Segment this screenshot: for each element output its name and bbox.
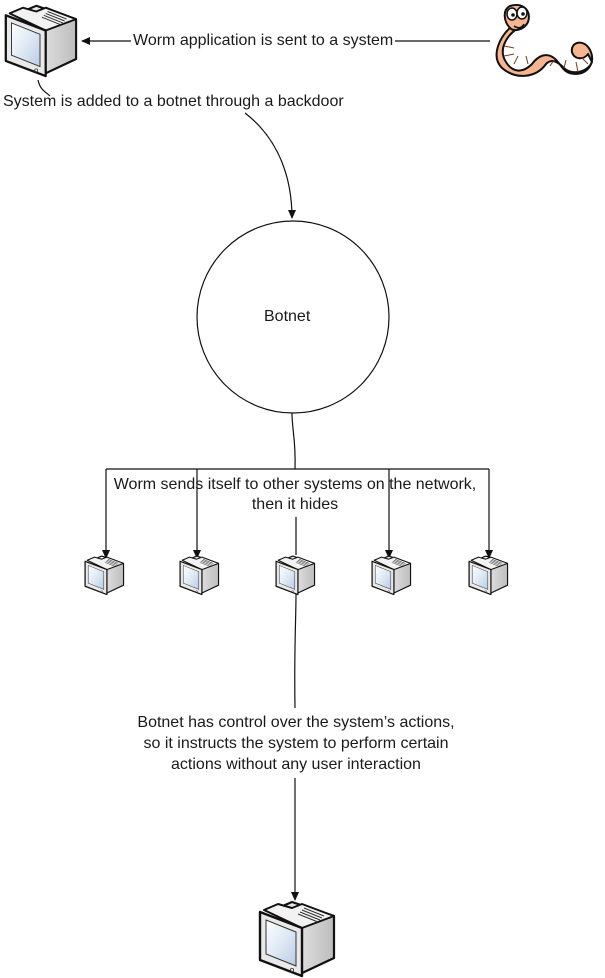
edge-label-system-to-target: Botnet has control over the system’s act… bbox=[96, 712, 496, 775]
network-system-2-icon bbox=[179, 555, 220, 596]
cartoon-worm-icon bbox=[495, 4, 594, 77]
edge-label-worm-to-system: Worm application is sent to a system bbox=[131, 31, 396, 51]
edge-system-to-botnet bbox=[244, 112, 296, 219]
network-system-3-icon bbox=[275, 555, 316, 596]
target-system-icon bbox=[258, 900, 336, 978]
network-system-4-icon bbox=[371, 555, 412, 596]
botnet-label: Botnet bbox=[264, 308, 311, 325]
edge-label-system-to-botnet: System is added to a botnet through a ba… bbox=[3, 93, 344, 110]
edge-system-to-botnet-lead bbox=[37, 79, 51, 97]
source-system-icon bbox=[4, 4, 78, 78]
botnet-node bbox=[196, 220, 390, 414]
network-system-5-icon bbox=[468, 555, 509, 596]
network-system-1-icon bbox=[84, 555, 125, 596]
edge-system-to-target-upper bbox=[294, 593, 297, 709]
edge-label-botnet-to-network: Worm sends itself to other systems on th… bbox=[113, 476, 477, 513]
edge-botnet-trunk bbox=[291, 412, 296, 470]
